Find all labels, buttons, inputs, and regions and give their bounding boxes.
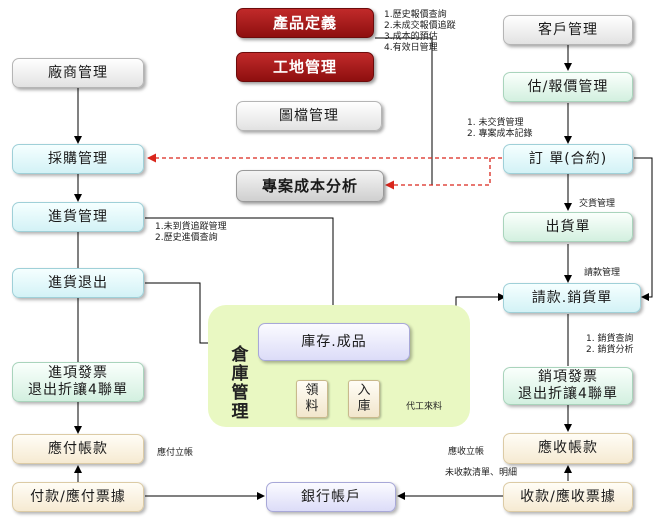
line-product-to-cost (375, 37, 433, 185)
purchase-return-box[interactable]: 進貨退出 (12, 268, 144, 298)
product-def-box[interactable]: 產品定義 (236, 8, 374, 38)
billing-sales-box[interactable]: 請款.銷貨單 (503, 283, 641, 313)
uncollected-note: 未收款清單、明細 (445, 468, 518, 478)
warehouse-mgmt-label: 倉 庫 管 理 (231, 345, 249, 422)
delivery-note: 交貨管理 (579, 199, 616, 209)
receiving-mgmt-box[interactable]: 進貨管理 (12, 202, 144, 232)
payable-note: 應付立帳 (157, 448, 194, 458)
project-cost-box[interactable]: 專案成本分析 (236, 170, 384, 202)
order-box[interactable]: 訂 單(合約) (503, 144, 633, 174)
accounts-payable-box[interactable]: 應付帳款 (12, 434, 144, 464)
purchase-mgmt-box[interactable]: 採購管理 (12, 144, 144, 174)
sales-note: 1. 銷貨查詢 2. 銷貨分析 (586, 334, 634, 355)
material-issue-box[interactable]: 領 料 (296, 380, 328, 418)
sales-invoice-box[interactable]: 銷項發票 退出折讓4聯單 (503, 367, 633, 405)
product-note: 1.歷史報價查詢 2.未成交報價追蹤 3.成本的預估 4.有效日管理 (384, 10, 456, 53)
drawing-mgmt-box[interactable]: 圖檔管理 (236, 101, 382, 131)
delivery-box[interactable]: 出貨單 (503, 212, 633, 242)
collection-box[interactable]: 收款/應收票據 (503, 482, 633, 512)
quote-note: 1. 未交貨管理 2. 專案成本記錄 (467, 118, 533, 139)
arrow-receiving-to-inventory (145, 217, 337, 323)
customer-mgmt-box[interactable]: 客戶管理 (503, 15, 633, 45)
accounts-receivable-box[interactable]: 應收帳款 (503, 433, 633, 464)
inventory-box[interactable]: 庫存.成品 (258, 323, 410, 361)
quote-mgmt-box[interactable]: 估/報價管理 (503, 72, 633, 102)
receivable-note: 應收立帳 (448, 447, 485, 457)
bank-account-box[interactable]: 銀行帳戶 (266, 482, 396, 512)
outsourcing-note: 代工來料 (406, 402, 443, 412)
stock-in-box[interactable]: 入 庫 (348, 380, 380, 418)
dashed-arrow-order-to-cost (385, 158, 491, 190)
payment-box[interactable]: 付款/應付票據 (12, 482, 144, 512)
arrow-order-to-billing-right (634, 157, 653, 301)
purchase-invoice-box[interactable]: 進項發票 退出折讓4聯單 (12, 362, 144, 402)
billing-note: 請款管理 (584, 268, 621, 278)
receiving-note: 1.未到貨追蹤管理 2.歷史進價查詢 (155, 222, 227, 243)
vendor-mgmt-box[interactable]: 廠商管理 (12, 58, 144, 88)
site-mgmt-box[interactable]: 工地管理 (236, 52, 374, 82)
